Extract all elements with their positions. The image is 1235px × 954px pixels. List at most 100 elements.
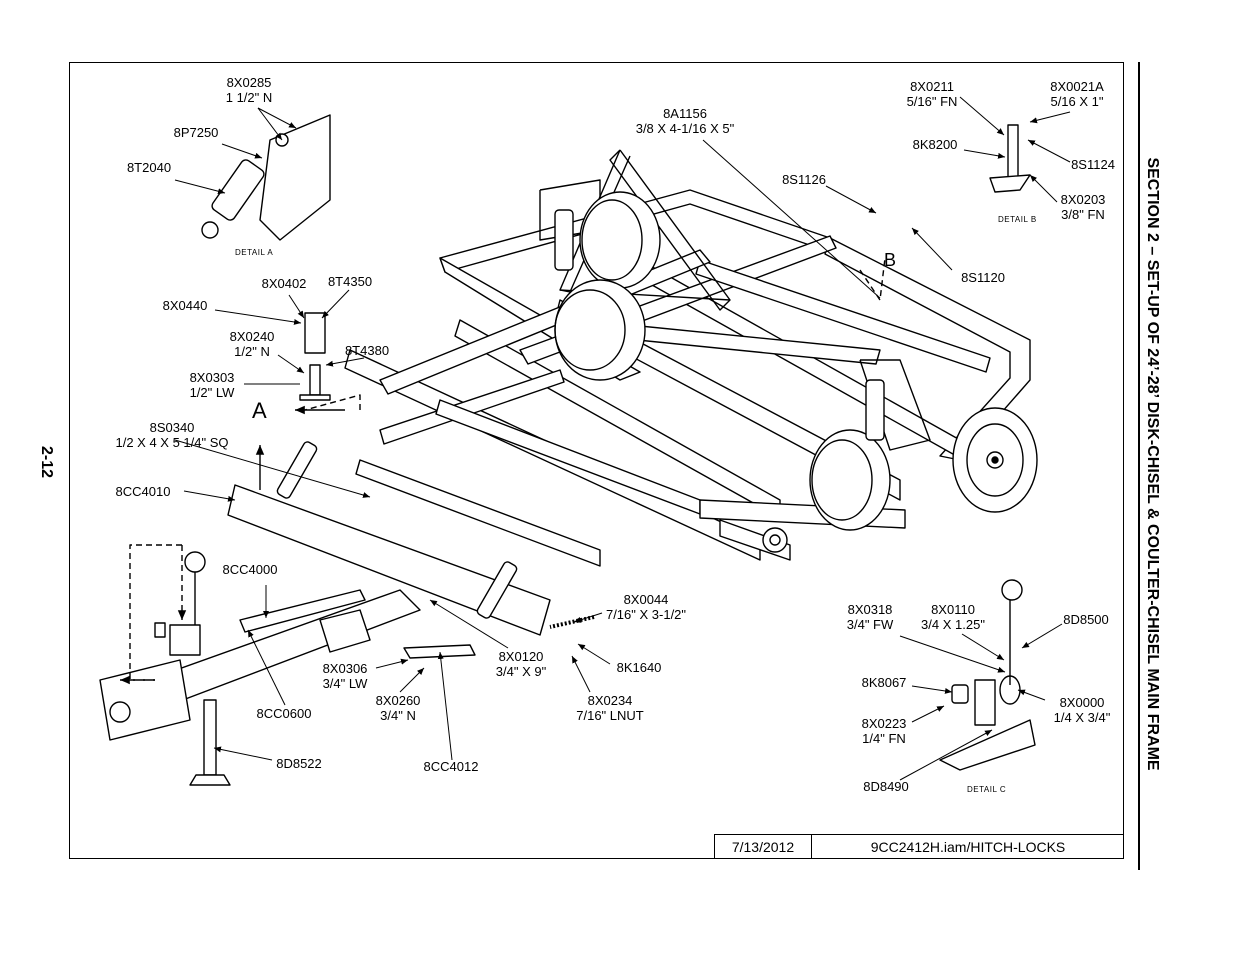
label-8X0318: 8X0318 3/4" FW	[847, 602, 894, 632]
part-desc: 3/4" LW	[322, 676, 368, 691]
part-number: 8X0110	[931, 602, 975, 617]
label-8CC4010: 8CC4010	[116, 484, 171, 499]
part-number: 8CC4012	[423, 759, 479, 774]
part-number: 8D8500	[1063, 612, 1109, 627]
page-number: 2-12	[38, 445, 55, 479]
part-number: 8X0402	[261, 276, 307, 291]
label-8X0110: 8X0110 3/4 X 1.25"	[921, 602, 985, 632]
part-desc: 3/4" FW	[846, 617, 894, 632]
label-8X0021A: 8X0021A 5/16 X 1"	[1050, 79, 1104, 109]
part-number: 8CC4000	[222, 562, 278, 577]
leader-lines	[174, 96, 1071, 781]
label-8X0211: 8X0211 5/16" FN	[907, 79, 958, 109]
label-8S1126: 8S1126	[782, 172, 826, 187]
label-8X0440: 8X0440	[163, 298, 208, 313]
part-desc: 3/8" FN	[1061, 207, 1105, 222]
part-desc: 3/8 X 4-1/16 X 5"	[635, 121, 735, 136]
label-8T4350: 8T4350	[328, 274, 372, 289]
part-number: 8X0000	[1059, 695, 1105, 710]
label-8K8067: 8K8067	[862, 675, 907, 690]
label-8X0303: 8X0303 1/2" LW	[190, 370, 235, 400]
part-number: 8X0240	[229, 329, 275, 344]
stand-assembly	[299, 312, 331, 401]
part-desc: 5/16 X 1"	[1050, 94, 1104, 109]
label-8D8490: 8D8490	[863, 779, 909, 794]
label-8D8522: 8D8522	[276, 756, 322, 771]
part-number: 8A1156	[663, 106, 707, 121]
part-desc: 1/2" N	[234, 344, 270, 359]
part-number: 8X0203	[1060, 192, 1106, 207]
label-8D8500: 8D8500	[1063, 612, 1109, 627]
part-number: 8CC0600	[256, 706, 312, 721]
part-number: 8S1120	[961, 270, 1005, 285]
label-8X0000: 8X0000 1/4 X 3/4"	[1054, 695, 1111, 725]
view-arrows	[255, 257, 886, 490]
part-number: 8K8200	[912, 137, 958, 152]
label-8X0306: 8X0306 3/4" LW	[323, 661, 368, 691]
label-8T4380: 8T4380	[345, 343, 389, 358]
view-letter-b: B	[884, 250, 897, 270]
label-8X0234: 8X0234 7/16" LNUT	[576, 693, 643, 723]
label-8S1124: 8S1124	[1071, 157, 1115, 172]
label-8X0120: 8X0120 3/4" X 9"	[496, 649, 546, 679]
label-8X0203: 8X0203 3/8" FN	[1061, 192, 1106, 222]
drawing-file-name: 9CC2412H.iam/HITCH-LOCKS	[870, 839, 1066, 855]
detail-c-drawing	[939, 579, 1036, 771]
hitch-pin-detail	[120, 544, 206, 685]
part-number: 8X0234	[587, 693, 633, 708]
label-8X0044: 8X0044 7/16" X 3-1/2"	[606, 592, 686, 622]
detail-b-caption: DETAIL B	[998, 215, 1037, 224]
label-8T2040: 8T2040	[127, 160, 171, 175]
label-8X0260: 8X0260 3/4" N	[376, 693, 421, 723]
part-number: 8X0211	[910, 79, 954, 94]
part-desc: 1/4" FN	[862, 731, 906, 746]
part-number: 8D8490	[863, 779, 909, 794]
part-desc: 1/4 X 3/4"	[1053, 710, 1111, 725]
detail-a-drawing	[201, 114, 331, 241]
part-number: 8CC4010	[115, 484, 171, 499]
label-8X0285: 8X0285 1 1/2" N	[226, 75, 273, 105]
part-number: 8S0340	[149, 420, 195, 435]
label-8K8200: 8K8200	[913, 137, 958, 152]
part-desc: 7/16" LNUT	[576, 708, 644, 723]
part-number: 8T4350	[327, 274, 373, 289]
part-number: 8X0044	[623, 592, 669, 607]
part-desc: 3/4 X 1.25"	[921, 617, 985, 632]
part-number: 8X0285	[226, 75, 272, 90]
part-desc: 1/2 X 4 X 5 1/4" SQ	[115, 435, 229, 450]
part-number: 8K8067	[861, 675, 907, 690]
label-8S1120: 8S1120	[961, 270, 1005, 285]
part-number: 8T2040	[126, 160, 172, 175]
label-8X0240: 8X0240 1/2" N	[230, 329, 275, 359]
part-number: 8X0440	[162, 298, 208, 313]
part-number: 8X0318	[847, 602, 893, 617]
part-number: 8X0021A	[1050, 79, 1104, 94]
section-title: SECTION 2 – SET-UP OF 24’-28’ DISK-CHISE…	[1144, 157, 1161, 771]
part-number: 8X0223	[861, 716, 907, 731]
label-8A1156: 8A1156 3/8 X 4-1/16 X 5"	[636, 106, 735, 136]
title-block: 7/13/2012 9CC2412H.iam/HITCH-LOCKS	[714, 834, 1124, 859]
part-desc: 5/16" FN	[906, 94, 958, 109]
wheel-assemblies	[554, 191, 1038, 531]
label-8S0340: 8S0340 1/2 X 4 X 5 1/4" SQ	[115, 420, 228, 450]
part-number: 8S1126	[782, 172, 826, 187]
label-8CC0600: 8CC0600	[257, 706, 312, 721]
part-desc: 3/4" X 9"	[495, 664, 547, 679]
part-desc: 7/16" X 3-1/2"	[605, 607, 687, 622]
part-number: 8X0260	[375, 693, 421, 708]
part-number: 8K1640	[616, 660, 662, 675]
part-number: 8T4380	[344, 343, 390, 358]
drawing-date: 7/13/2012	[715, 835, 812, 859]
part-number: 8D8522	[276, 756, 322, 771]
label-8CC4012: 8CC4012	[424, 759, 479, 774]
section-divider-line	[1138, 62, 1140, 870]
drawing-frame	[69, 62, 1124, 859]
part-number: 8X0306	[322, 661, 368, 676]
main-frame	[344, 149, 1031, 567]
label-8X0223: 8X0223 1/4" FN	[862, 716, 907, 746]
label-8X0402: 8X0402	[262, 276, 307, 291]
hitch-tongue	[99, 441, 788, 786]
part-desc: 1 1/2" N	[225, 90, 273, 105]
part-number: 8X0303	[189, 370, 235, 385]
